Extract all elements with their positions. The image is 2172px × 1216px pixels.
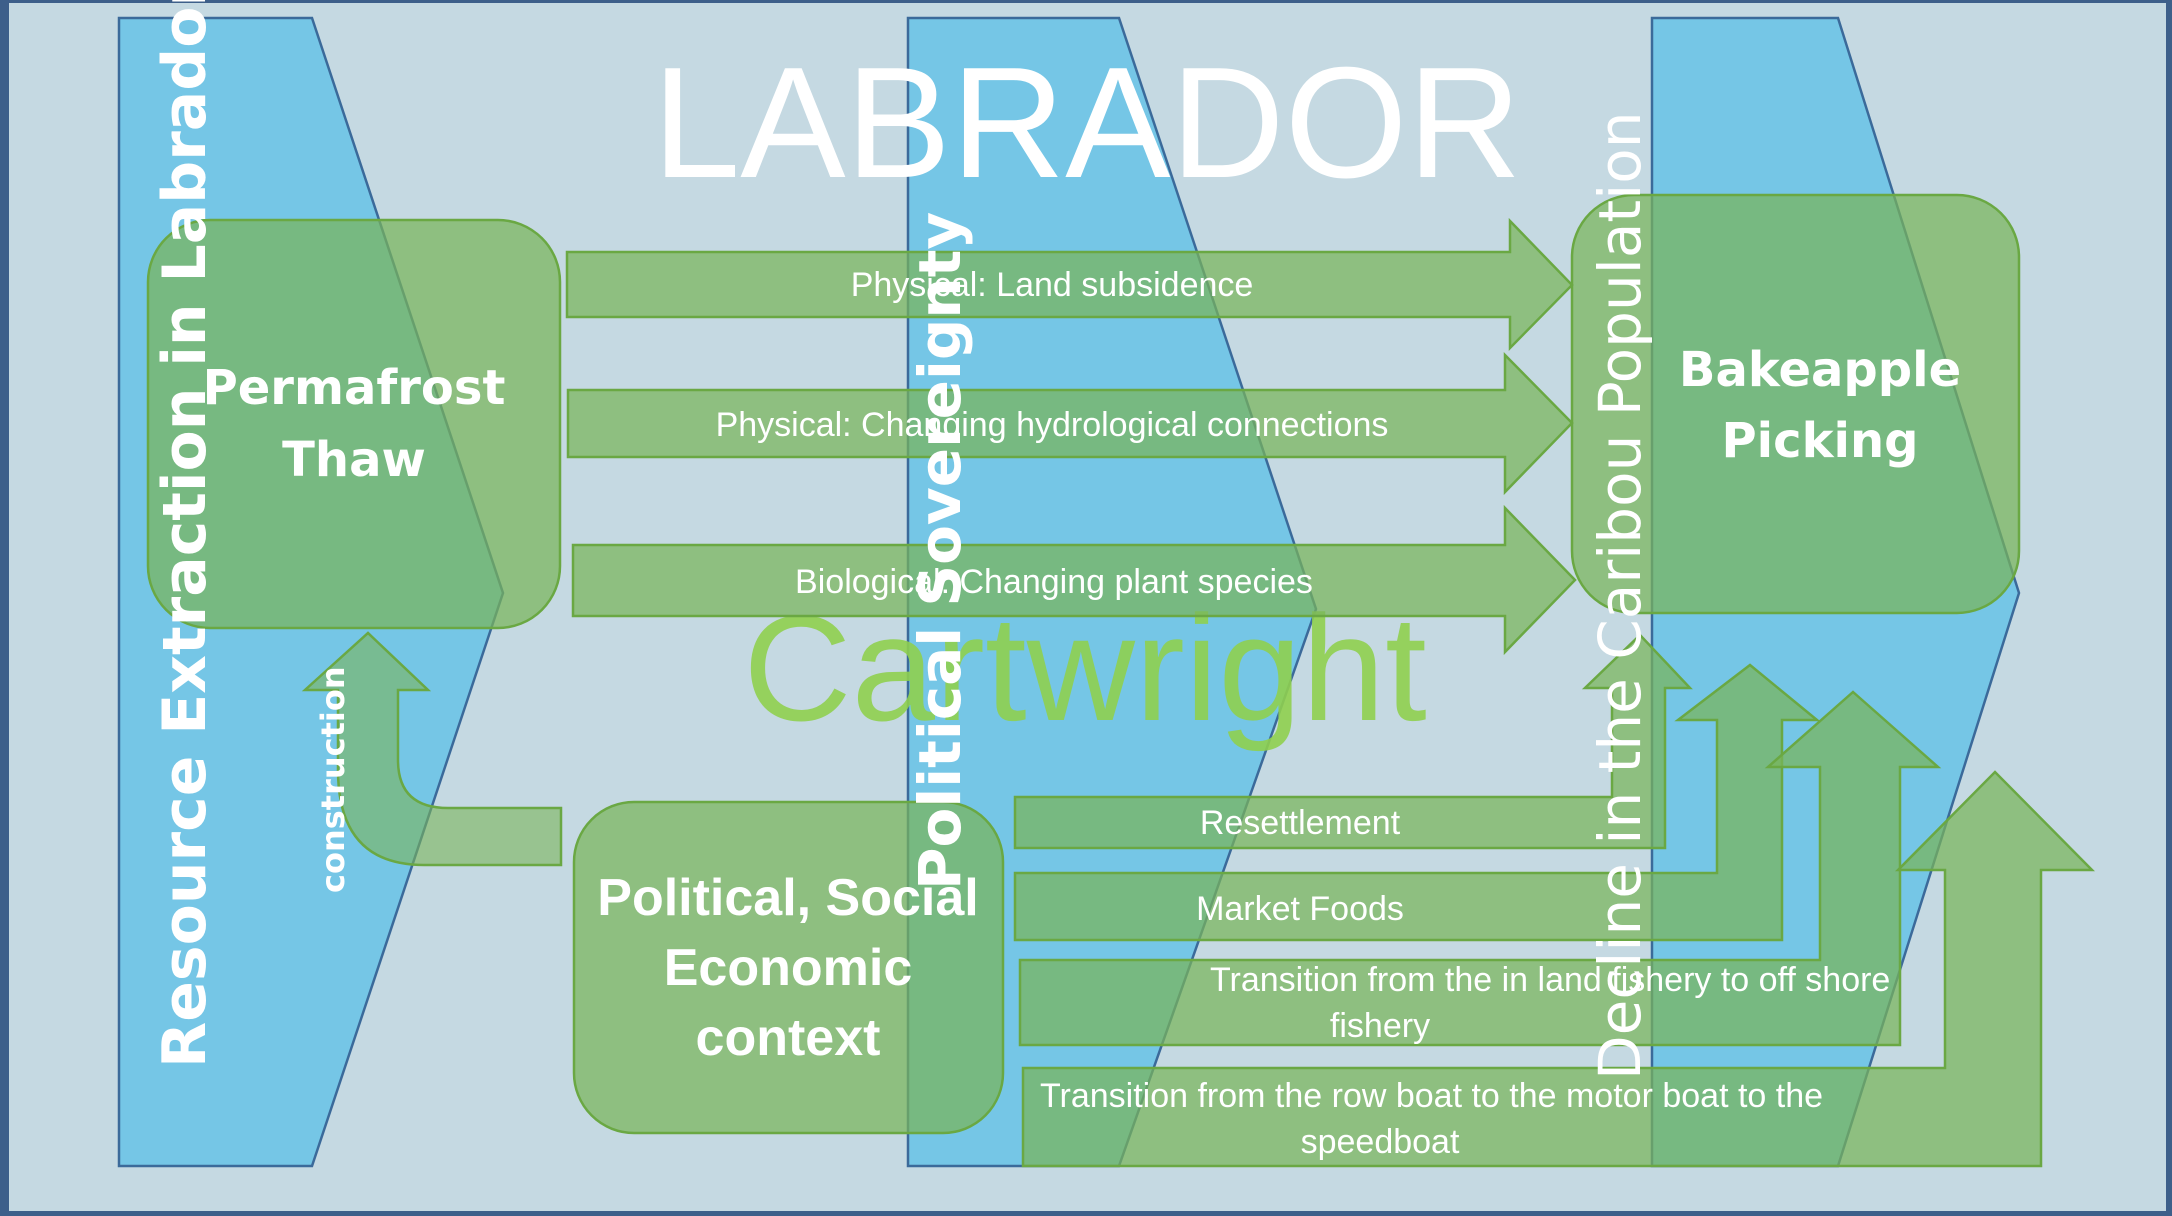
box-permafrost-thaw[interactable]	[146, 218, 562, 630]
political-line3: context	[696, 1009, 881, 1067]
context-arrow-label: Resettlement	[1200, 804, 1401, 842]
context-arrow-label-line1: Transition from the row boat to the moto…	[1040, 1077, 1823, 1115]
chevron-label-political-sovereignty: Political Sovereignty	[906, 212, 974, 890]
box-bakeapple-picking[interactable]	[1570, 193, 2021, 615]
bakeapple-line2: Picking	[1722, 413, 1919, 469]
title-labrador: LABRADOR	[652, 35, 1521, 211]
context-arrow-label: Market Foods	[1196, 890, 1404, 928]
context-arrow-label-line2: speedboat	[1301, 1123, 1460, 1161]
impact-arrow-hydrological[interactable]	[566, 351, 1574, 496]
permafrost-line2: Thaw	[282, 432, 426, 488]
context-arrow-resettlement[interactable]	[1013, 633, 1693, 850]
impact-arrow-label: Physical: Changing hydrological connecti…	[716, 406, 1389, 444]
chevron-label-caribou-decline: Decline in the Caribou Population	[1586, 112, 1654, 1081]
construction-arrow[interactable]	[301, 631, 563, 867]
bakeapple-line1: Bakeapple	[1679, 342, 1961, 398]
permafrost-line1: Permafrost	[203, 360, 506, 416]
context-arrow-label-line1: Transition from the in land fishery to o…	[1210, 961, 1890, 999]
political-line1: Political, Social	[597, 869, 978, 927]
impact-arrow-land-subsidence[interactable]	[565, 217, 1574, 352]
box-political-social-economic[interactable]	[572, 800, 1005, 1135]
impact-arrow-plant-species[interactable]	[571, 504, 1577, 656]
construction-label: construction	[314, 666, 352, 893]
context-arrow-boat[interactable]	[1021, 770, 2095, 1168]
impact-arrow-label: Physical: Land subsidence	[851, 266, 1254, 304]
impact-arrow-label: Biological: Changing plant species	[795, 563, 1313, 601]
context-arrow-label-line2: fishery	[1330, 1007, 1430, 1045]
context-arrow-fishery[interactable]	[1018, 690, 1942, 1047]
chevron-label-resource-extraction: Resource Extraction in Labrador	[150, 0, 220, 1068]
context-arrow-market-foods[interactable]	[1013, 663, 1821, 942]
political-line2: Economic	[664, 939, 913, 997]
